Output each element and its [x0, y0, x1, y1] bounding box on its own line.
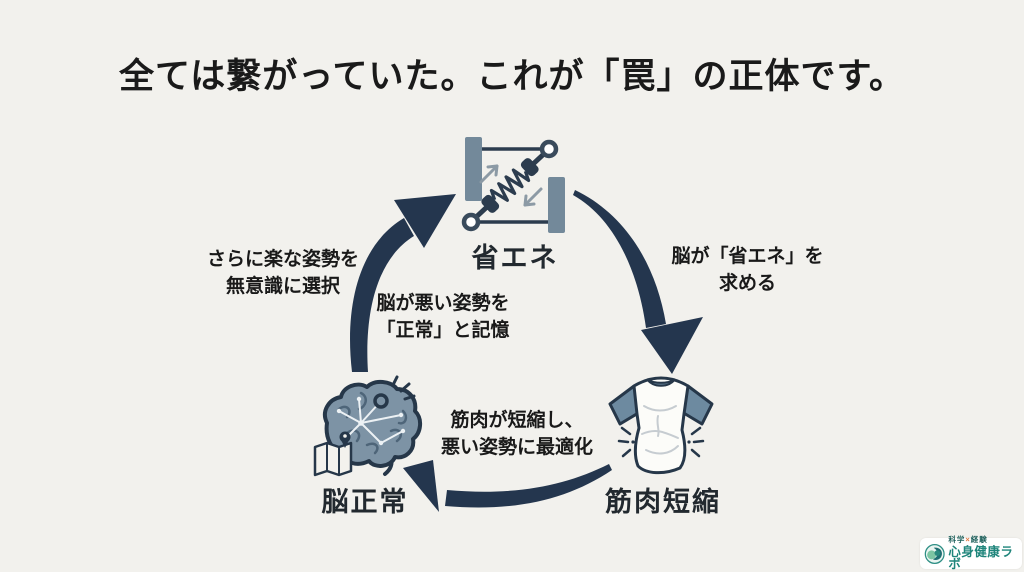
annotation-right-line2: 求める — [718, 273, 776, 294]
tshirt-icon — [608, 376, 714, 475]
node-label-brain-normal: 脳正常 — [321, 487, 409, 517]
brain-icon — [313, 375, 422, 477]
spring-damper-icon — [461, 137, 565, 233]
annotation-outer-left-line2: 無意識に選択 — [225, 276, 340, 297]
annotation-bottom: 筋肉が短縮し、 悪い姿勢に最適化 — [418, 407, 616, 461]
annotation-bottom-line1: 筋肉が短縮し、 — [450, 410, 584, 431]
annotation-bottom-line2: 悪い姿勢に最適化 — [440, 437, 593, 458]
map-pin-icon — [313, 431, 353, 477]
node-label-muscle-shortening: 筋肉短縮 — [605, 487, 721, 517]
annotation-outer-left: さらに楽な姿勢を 無意識に選択 — [188, 246, 378, 300]
logo-tagline-cross: × — [965, 535, 971, 545]
logo-name: 心身健康ラボ — [948, 544, 1014, 572]
page-title: 全ては繋がっていた。これが「罠」の正体です。 — [118, 57, 906, 96]
arrow-muscle-to-brain — [403, 460, 612, 512]
annotation-right-line1: 脳が「省エネ」を — [671, 246, 824, 267]
annotation-inner-left-line2: 「正常」と記憶 — [376, 320, 510, 341]
logo-tagline-experience: 経験 — [970, 535, 988, 545]
annotation-inner-left: 脳が悪い姿勢を 「正常」と記憶 — [352, 290, 534, 344]
arrow-energy-to-muscle — [573, 190, 703, 374]
node-label-energy-saving: 省エネ — [471, 243, 559, 273]
logo-tagline-science: 科学 — [948, 535, 966, 545]
annotation-right: 脳が「省エネ」を 求める — [655, 243, 840, 297]
logo-tagline: 科学×経験 — [948, 536, 1018, 544]
spark-lines — [391, 375, 416, 401]
arrow-brain-to-energy — [350, 194, 456, 372]
brand-logo: 科学×経験 心身健康ラボ — [920, 536, 1022, 572]
annotation-outer-left-line1: さらに楽な姿勢を — [206, 249, 359, 270]
annotation-inner-left-line1: 脳が悪い姿勢を — [376, 293, 510, 314]
logo-brain-icon — [924, 543, 945, 564]
